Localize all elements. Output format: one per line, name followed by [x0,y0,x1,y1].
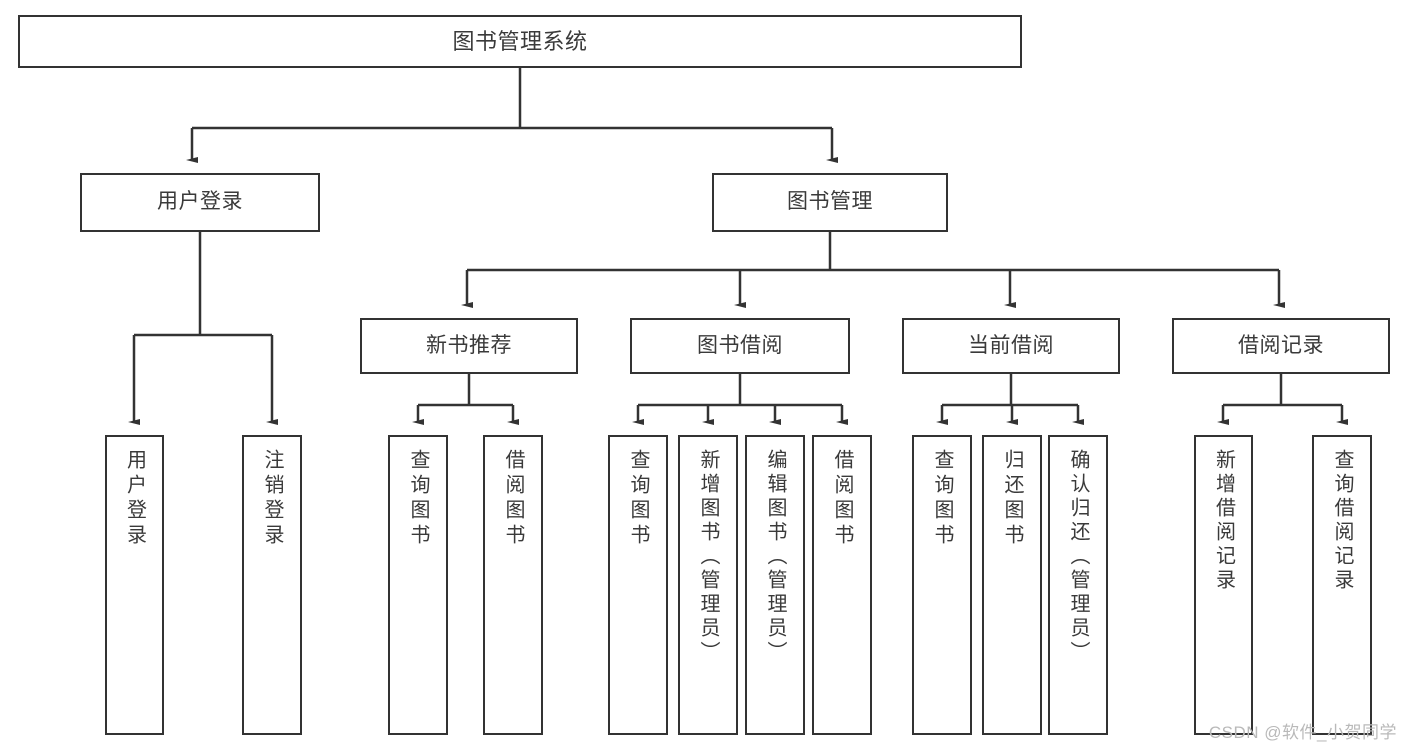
leaf-node[interactable]: 归还图书 [982,435,1042,735]
leaf-node[interactable]: 新增借阅记录 [1194,435,1253,735]
leaf-node-label: 确认归还（管理员） [1067,449,1089,665]
leaf-node-label: 查询图书 [931,449,953,549]
node-root-label: 图书管理系统 [452,28,588,54]
node-book-borrow[interactable]: 图书借阅 [630,318,850,374]
leaf-node-label: 新增借阅记录 [1212,449,1235,593]
leaf-node[interactable]: 确认归还（管理员） [1048,435,1108,735]
leaf-node[interactable]: 查询图书 [388,435,448,735]
leaf-node-label: 用户登录 [123,449,146,549]
node-borrow-record[interactable]: 借阅记录 [1172,318,1390,374]
node-user-login[interactable]: 用户登录 [80,173,320,232]
node-book-management-label: 图书管理 [787,190,873,214]
leaf-node-label: 借阅图书 [831,449,853,549]
leaf-node-label: 新增图书（管理员） [697,449,719,665]
node-borrow-record-label: 借阅记录 [1238,333,1324,357]
leaf-node[interactable]: 查询借阅记录 [1312,435,1372,735]
leaf-node-label: 编辑图书（管理员） [764,449,786,665]
leaf-node-label: 查询图书 [627,449,649,549]
node-book-management[interactable]: 图书管理 [712,173,948,232]
node-book-borrow-label: 图书借阅 [697,333,783,357]
node-root[interactable]: 图书管理系统 [18,15,1022,68]
node-current-borrow[interactable]: 当前借阅 [902,318,1120,374]
leaf-node-label: 查询借阅记录 [1331,449,1353,593]
node-user-login-label: 用户登录 [157,190,243,214]
node-new-book-recommend[interactable]: 新书推荐 [360,318,578,374]
leaf-node[interactable]: 借阅图书 [483,435,543,735]
csdn-watermark: CSDN @软件_小贺同学 [1208,723,1397,742]
leaf-node[interactable]: 查询图书 [912,435,972,735]
leaf-node[interactable]: 用户登录 [105,435,164,735]
node-current-borrow-label: 当前借阅 [968,333,1054,357]
leaf-node[interactable]: 注销登录 [242,435,302,735]
node-new-book-recommend-label: 新书推荐 [426,333,512,357]
leaf-node[interactable]: 借阅图书 [812,435,872,735]
leaf-node[interactable]: 新增图书（管理员） [678,435,738,735]
leaf-node[interactable]: 查询图书 [608,435,668,735]
leaf-node-label: 借阅图书 [502,449,524,549]
leaf-node[interactable]: 编辑图书（管理员） [745,435,805,735]
leaf-node-label: 查询图书 [407,449,429,549]
leaf-node-label: 归还图书 [1001,449,1023,549]
leaf-node-label: 注销登录 [261,449,283,549]
